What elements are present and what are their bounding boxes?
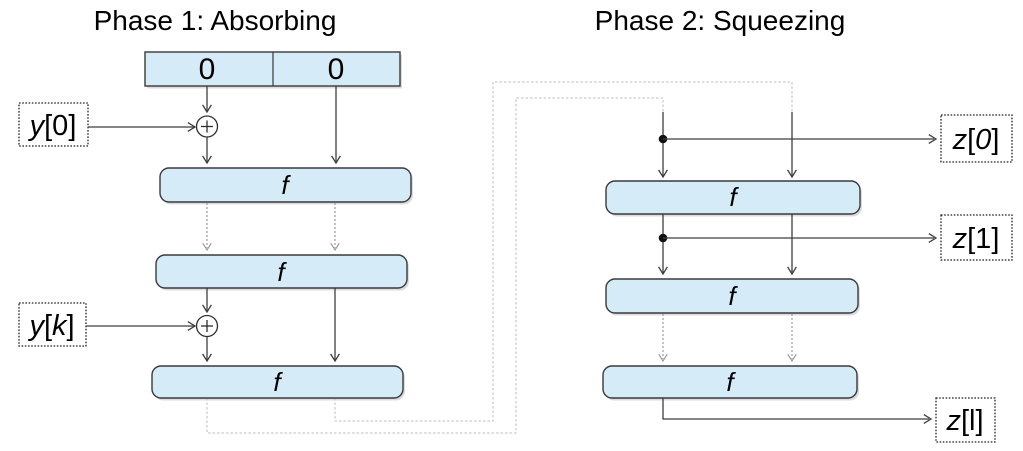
phase2-title: Phase 2: Squeezing <box>595 5 846 36</box>
f-label: f <box>277 257 287 287</box>
arrowhead <box>187 321 197 331</box>
output-label-zl: z[l] <box>945 405 983 437</box>
arrowhead <box>658 169 668 179</box>
input-label-y0: y[0] <box>28 110 77 142</box>
f-box-absorb-3 <box>151 365 404 399</box>
f-box-squeeze-1 <box>605 180 861 215</box>
arrowhead <box>330 242 340 252</box>
arrowhead <box>331 155 341 165</box>
arrowhead <box>658 266 668 276</box>
arrowhead <box>787 266 797 276</box>
f-label: f <box>281 170 291 200</box>
f-label: f <box>729 182 739 212</box>
arrowhead <box>202 304 212 314</box>
arrowhead <box>202 155 212 165</box>
f-box-squeeze-3 <box>602 365 858 399</box>
connector-capacity-path <box>334 81 793 422</box>
f-label: f <box>728 281 738 311</box>
arrowhead <box>928 233 938 243</box>
output-box-zl <box>935 397 996 443</box>
connector-rate-path <box>206 97 664 434</box>
arrowhead <box>658 353 668 363</box>
input-label-yk: y[k] <box>27 310 74 342</box>
arrowhead <box>202 353 212 363</box>
f-box-absorb-2 <box>155 254 408 289</box>
input-box-y0 <box>18 102 89 147</box>
output-label-z0: z[0] <box>952 124 1000 156</box>
input-box-yk <box>18 302 87 347</box>
arrowhead <box>787 169 797 179</box>
output-box-z1 <box>940 214 1013 261</box>
register-cell-capacity: 0 <box>328 53 345 86</box>
phase1-title: Phase 1: Absorbing <box>94 5 337 36</box>
arrowhead <box>787 353 797 363</box>
f-label: f <box>273 367 283 397</box>
output-box-z0 <box>940 114 1013 163</box>
register-cell-rate: 0 <box>199 53 216 86</box>
arrowhead <box>202 104 212 114</box>
f-box-squeeze-2 <box>605 278 859 314</box>
arrowhead <box>202 242 212 252</box>
arrowhead <box>330 353 340 363</box>
output-label-z1: z[1] <box>952 223 1000 255</box>
arrow-to-zl <box>662 398 929 420</box>
arrowhead <box>928 134 938 144</box>
f-label: f <box>726 367 736 397</box>
arrowhead <box>187 122 197 132</box>
arrowhead <box>923 414 933 424</box>
f-box-absorb-1 <box>159 167 412 203</box>
